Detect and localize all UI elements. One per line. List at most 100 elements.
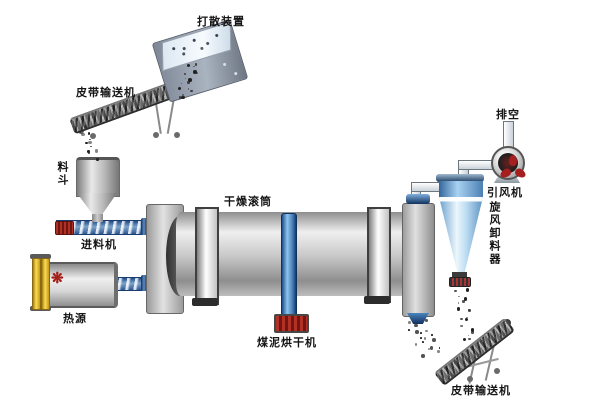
fan-blade xyxy=(509,155,517,166)
material-stream-dot xyxy=(186,63,191,68)
cyclone-barrel xyxy=(439,181,483,198)
material-stream-dot xyxy=(414,323,418,328)
material-stream-dot xyxy=(420,332,422,334)
cyclone-discharge-neck xyxy=(452,272,467,278)
material-stream-dot xyxy=(464,317,469,322)
material-stream-dot xyxy=(466,316,468,319)
fan-label: 引风机 xyxy=(487,187,523,199)
material-stream-dot xyxy=(193,65,195,68)
material-stream-dot xyxy=(454,289,457,293)
cyclone-label: 旋风卸料器 xyxy=(488,201,500,266)
cyclone-discharge-valve xyxy=(449,277,471,287)
material-stream-dot xyxy=(425,329,428,333)
fan-blade xyxy=(513,167,528,180)
hopper-cone xyxy=(77,193,117,215)
hopper-label: 料斗 xyxy=(56,161,68,187)
material-stream-dot xyxy=(408,321,411,324)
pipe-flange xyxy=(141,275,147,291)
material-stream-dot xyxy=(180,82,183,85)
material-stream-dot xyxy=(81,132,85,137)
material-stream-dot xyxy=(96,158,99,161)
material-stream-dot xyxy=(463,297,468,301)
material-stream-dot xyxy=(89,138,91,141)
material-stream-dot xyxy=(459,325,462,327)
hopper-body xyxy=(76,157,120,197)
discharge-end-housing xyxy=(402,203,435,317)
conveyor-foot xyxy=(467,376,473,382)
cyclone-cone xyxy=(439,197,483,273)
material-stream-dot xyxy=(85,141,88,145)
flame-icon: ❋ xyxy=(51,270,64,287)
material-stream-dot xyxy=(422,341,424,343)
material-stream-dot xyxy=(87,150,90,153)
material-stream-dot xyxy=(83,125,88,129)
material-stream-dot xyxy=(427,347,430,351)
material-stream-dot xyxy=(194,63,198,66)
material-stream-dot xyxy=(184,77,187,80)
material-stream-dot xyxy=(468,309,470,311)
breaker-label: 打散装置 xyxy=(197,16,245,28)
feeder-label: 进料机 xyxy=(81,239,117,251)
material-stream-dot xyxy=(90,145,92,147)
feed-conveyor-label: 皮带输送机 xyxy=(76,87,136,99)
material-stream-dot xyxy=(460,324,464,328)
drum-label: 干燥滚筒 xyxy=(224,196,272,208)
material-stream-dot xyxy=(462,337,467,342)
support-column xyxy=(281,213,297,318)
feeder-motor xyxy=(55,221,74,235)
conveyor-foot xyxy=(494,368,500,374)
riding-ring xyxy=(367,207,391,303)
material-stream-dot xyxy=(462,300,465,303)
fan-blade xyxy=(498,167,513,180)
material-stream-dot xyxy=(79,131,82,134)
material-stream-dot xyxy=(181,95,185,100)
material-stream-dot xyxy=(421,354,425,358)
breaker-device xyxy=(151,19,249,103)
material-stream-dot xyxy=(420,337,422,339)
material-stream-dot xyxy=(87,132,91,135)
product-discharge-outlet xyxy=(407,313,429,324)
material-stream-dot xyxy=(429,346,434,350)
drum-to-cyclone-duct xyxy=(411,182,441,192)
material-stream-dot xyxy=(465,288,470,292)
material-stream-dot xyxy=(415,330,419,334)
material-stream-dot xyxy=(88,152,90,154)
material-stream-dot xyxy=(193,70,197,74)
fan-casing xyxy=(491,146,528,180)
material-stream-dot xyxy=(177,86,182,91)
material-stream-dot xyxy=(456,307,461,311)
burner-bar xyxy=(32,258,41,310)
vent-label: 排空 xyxy=(496,109,520,121)
material-stream-dot xyxy=(438,347,441,349)
ring-support xyxy=(192,298,218,306)
material-stream-dot xyxy=(190,89,193,93)
material-stream-dot xyxy=(178,96,182,99)
material-stream-dot xyxy=(423,337,427,340)
burner-cap xyxy=(30,254,51,259)
material-stream-dot xyxy=(458,295,460,298)
material-stream-dot xyxy=(467,334,470,337)
material-stream-dot xyxy=(88,140,92,145)
hopper-outlet xyxy=(92,214,103,222)
material-stream-dot xyxy=(187,88,190,90)
conveyor-wheel xyxy=(90,133,96,139)
material-stream-dot xyxy=(468,309,471,312)
material-stream-dot xyxy=(437,350,440,353)
dryer-name-label: 煤泥烘干机 xyxy=(257,337,317,349)
material-stream-dot xyxy=(414,343,418,346)
gas-outlet-flange xyxy=(406,194,430,204)
pipe-flange xyxy=(141,218,147,235)
material-stream-dot xyxy=(188,78,192,82)
conveyor-foot xyxy=(174,132,180,138)
discharge-conveyor-label: 皮带输送机 xyxy=(451,385,511,397)
column-base xyxy=(274,314,309,333)
material-stream-dot xyxy=(470,328,475,332)
riding-ring xyxy=(195,207,219,305)
material-stream-dot xyxy=(183,72,187,75)
material-stream-dot xyxy=(94,149,99,153)
material-stream-dot xyxy=(182,94,184,96)
material-stream-dot xyxy=(408,329,410,331)
material-stream-dot xyxy=(460,317,463,321)
heat-source-label: 热源 xyxy=(63,313,87,325)
